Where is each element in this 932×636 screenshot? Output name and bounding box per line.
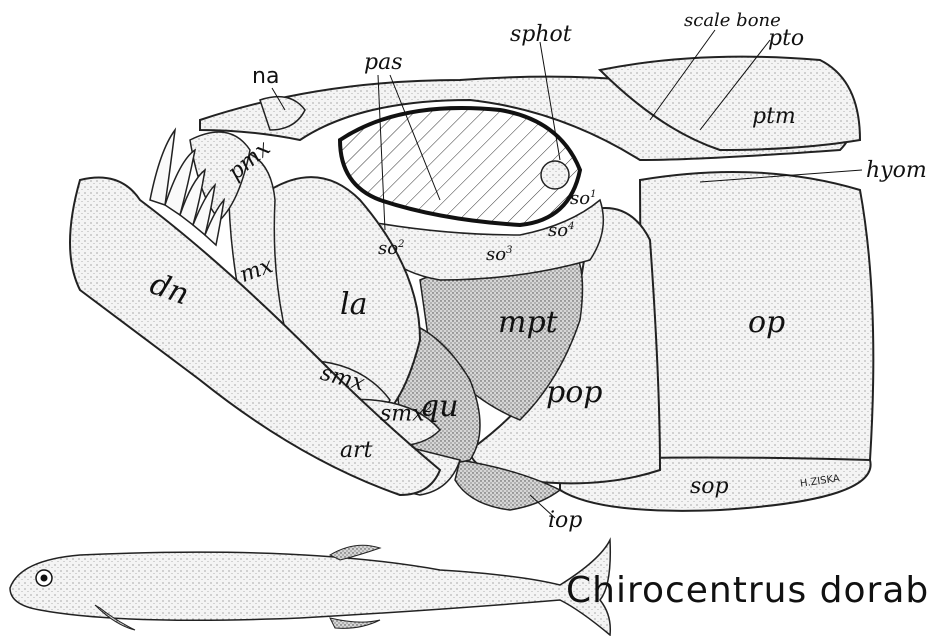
label-ptm: ptm: [752, 106, 796, 128]
label-pop: pop: [546, 378, 602, 408]
label-art: art: [340, 440, 372, 462]
so2-sup: 2: [398, 239, 404, 250]
label-op: op: [748, 308, 785, 338]
smx2-text: smx: [380, 401, 425, 426]
fish-pupil: [41, 575, 48, 582]
so3-sup: 3: [506, 245, 512, 256]
so1-sup: 1: [590, 189, 596, 200]
fish-body: [10, 540, 610, 635]
label-sop: sop: [690, 476, 729, 498]
label-iop: iop: [548, 510, 582, 532]
fish-dorsal-fin: [330, 545, 380, 560]
label-mpt: mpt: [498, 308, 558, 338]
so4-sup: 4: [568, 221, 574, 232]
so1-text: so: [570, 188, 590, 209]
label-qu: qu: [420, 392, 459, 422]
label-so4: so4: [548, 222, 574, 240]
figure-title: Chirocentrus dorab: [566, 570, 929, 611]
fish-anal-fin: [330, 618, 380, 628]
so2-text: so: [378, 238, 398, 259]
label-so1: so1: [570, 190, 596, 208]
label-so2: so2: [378, 240, 404, 258]
label-na: na: [252, 66, 279, 88]
so4-text: so: [548, 220, 568, 241]
sphenotic-bone: [541, 161, 569, 189]
label-pto: pto: [768, 28, 804, 50]
label-hyom: hyom: [866, 160, 927, 182]
so3-text: so: [486, 244, 506, 265]
label-pas: pas: [364, 52, 403, 74]
label-la: la: [340, 290, 367, 320]
label-scale-bone: scale bone: [684, 12, 781, 30]
label-so3: so3: [486, 246, 512, 264]
label-sphot: sphot: [510, 24, 572, 46]
